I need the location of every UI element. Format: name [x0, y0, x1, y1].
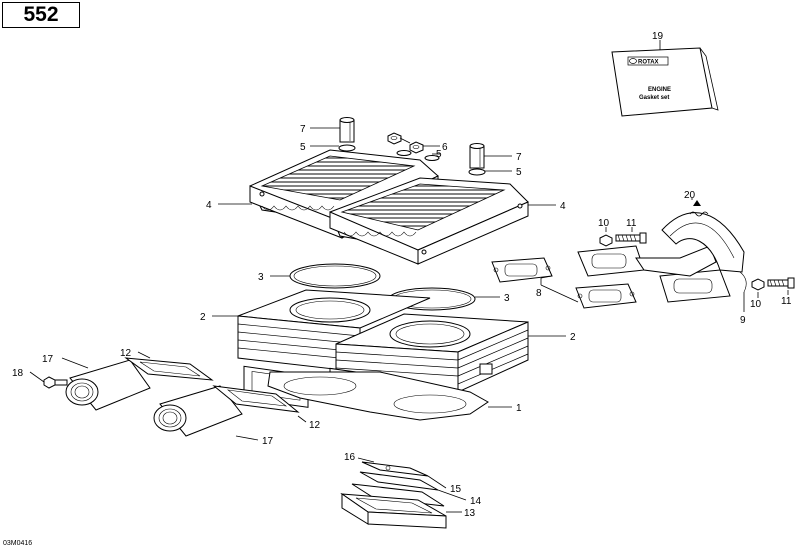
callout-2a: 2 — [200, 312, 206, 323]
exhaust-manifold[interactable] — [577, 212, 747, 303]
washer-left[interactable] — [338, 144, 356, 152]
callout-8: 8 — [536, 288, 542, 299]
callout-20: 20 — [684, 190, 696, 201]
booklet-brand-text: ROTAX — [638, 60, 659, 66]
cylinder-head-right[interactable] — [329, 177, 529, 265]
callout-12b: 12 — [309, 420, 321, 431]
spacer-sleeve-right[interactable] — [469, 143, 485, 169]
intake-gasket-upper[interactable] — [124, 357, 214, 381]
callout-10a: 10 — [598, 218, 610, 229]
callout-9: 9 — [740, 315, 746, 326]
model-number-box: 552 — [2, 2, 80, 28]
callout-3a: 3 — [258, 272, 264, 283]
callout-5a: 5 — [300, 142, 306, 153]
callout-18: 18 — [12, 368, 24, 379]
intake-screw[interactable] — [43, 376, 68, 389]
manifold-bolt-left[interactable] — [615, 232, 647, 244]
leader-lines — [29, 40, 789, 513]
callout-labels: 7 5 6 5 7 5 4 4 3 3 2 2 1 8 9 10 11 10 1… — [12, 31, 792, 519]
callout-17b: 17 — [262, 436, 274, 447]
head-gasket-left[interactable] — [289, 263, 381, 289]
intake-gasket-lower[interactable] — [212, 385, 300, 413]
washer-right[interactable] — [468, 168, 486, 176]
callout-19: 19 — [652, 31, 664, 42]
callout-2b: 2 — [570, 332, 576, 343]
booklet-line2-text: Gasket set — [639, 95, 669, 101]
callout-3b: 3 — [504, 293, 510, 304]
intake-socket-left[interactable] — [65, 359, 151, 411]
nut-group[interactable] — [387, 132, 440, 161]
callout-16: 16 — [344, 452, 356, 463]
manifold-nut-right[interactable] — [751, 278, 765, 291]
callout-5b: 5 — [436, 149, 442, 160]
callout-11b: 11 — [781, 296, 792, 307]
exhaust-gasket-upper[interactable] — [491, 257, 553, 283]
callout-7a: 7 — [300, 124, 306, 135]
manifold-bolt-right[interactable] — [767, 277, 795, 289]
manifold-nut-left[interactable] — [599, 234, 613, 247]
callout-10b: 10 — [750, 299, 762, 310]
callout-14: 14 — [470, 496, 482, 507]
reed-gasket[interactable] — [351, 483, 445, 507]
callout-7b: 7 — [516, 152, 522, 163]
callout-12a: 12 — [120, 348, 132, 359]
callout-4a: 4 — [206, 200, 212, 211]
callout-17a: 17 — [42, 354, 54, 365]
callout-13: 13 — [464, 508, 476, 519]
exhaust-gasket-lower[interactable] — [575, 283, 637, 309]
callout-5c: 5 — [516, 167, 522, 178]
reed-valve-block[interactable] — [340, 493, 447, 529]
exhaust-spring[interactable] — [689, 200, 709, 217]
base-gasket[interactable] — [267, 371, 489, 421]
callout-1: 1 — [516, 403, 522, 414]
reference-code: 03M0416 — [3, 540, 33, 547]
callout-4b: 4 — [560, 201, 566, 212]
spacer-sleeve-left[interactable] — [339, 117, 355, 143]
gasket-set-booklet[interactable]: ROTAX ENGINE Gasket set — [611, 47, 719, 117]
callout-6: 6 — [442, 142, 448, 153]
callout-15: 15 — [450, 484, 462, 495]
intake-socket-right[interactable] — [153, 385, 243, 437]
booklet-line1-text: ENGINE — [648, 87, 671, 93]
callout-11a: 11 — [626, 218, 637, 229]
